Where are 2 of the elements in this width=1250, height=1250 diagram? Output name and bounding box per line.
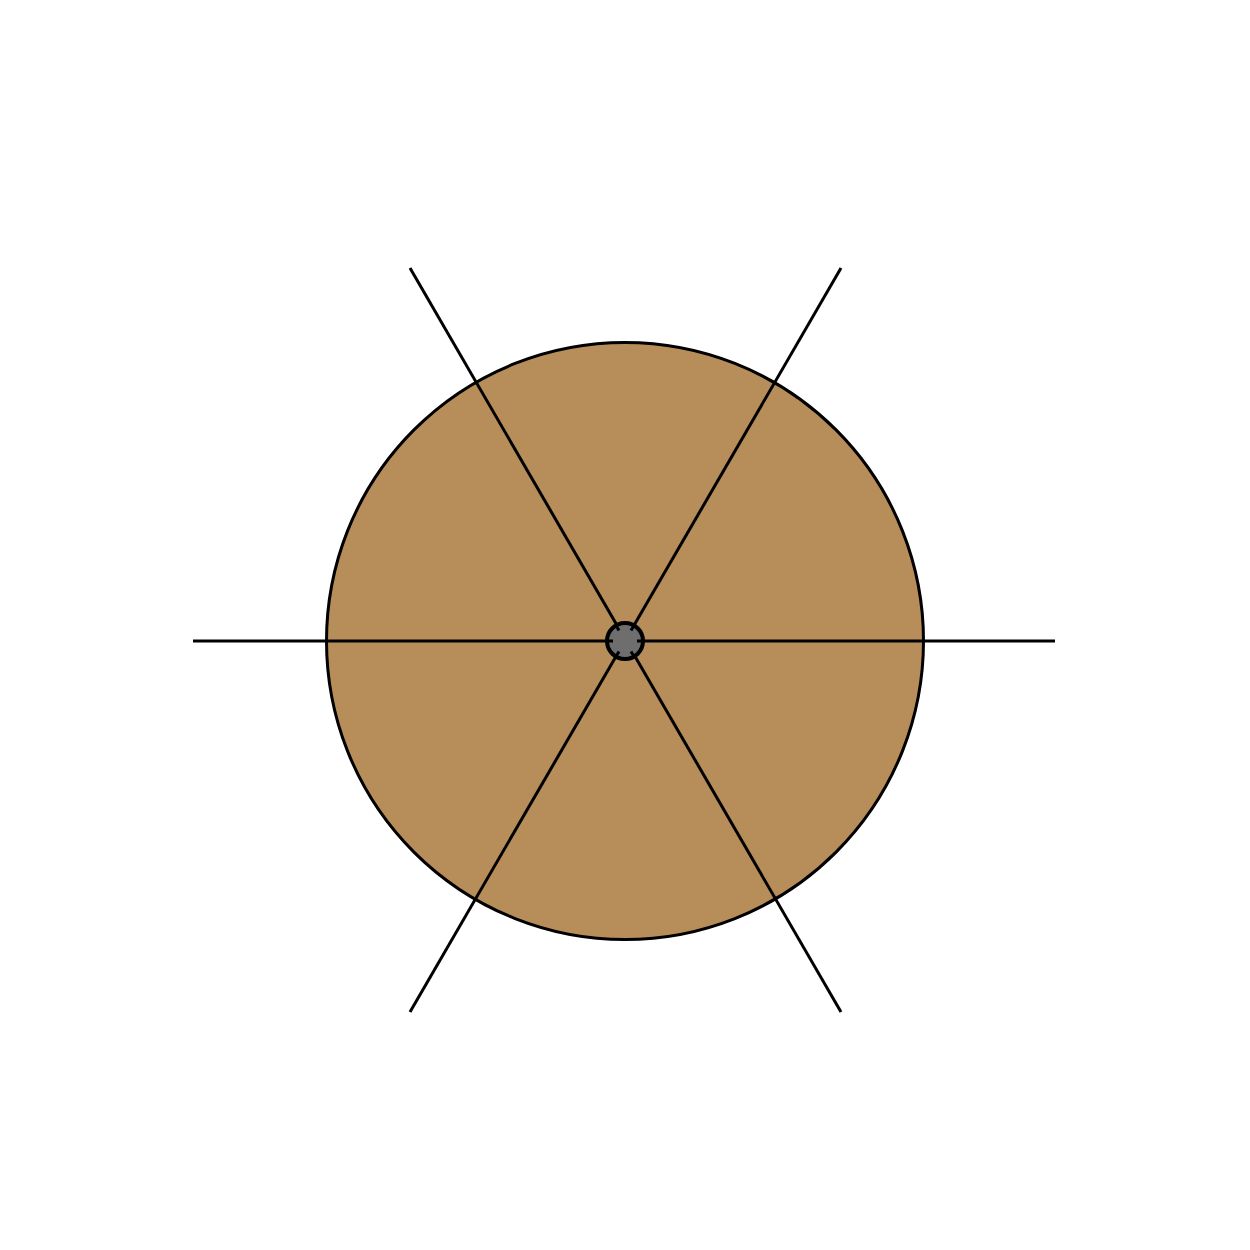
center-hub	[605, 621, 645, 661]
round-cake	[325, 341, 925, 941]
